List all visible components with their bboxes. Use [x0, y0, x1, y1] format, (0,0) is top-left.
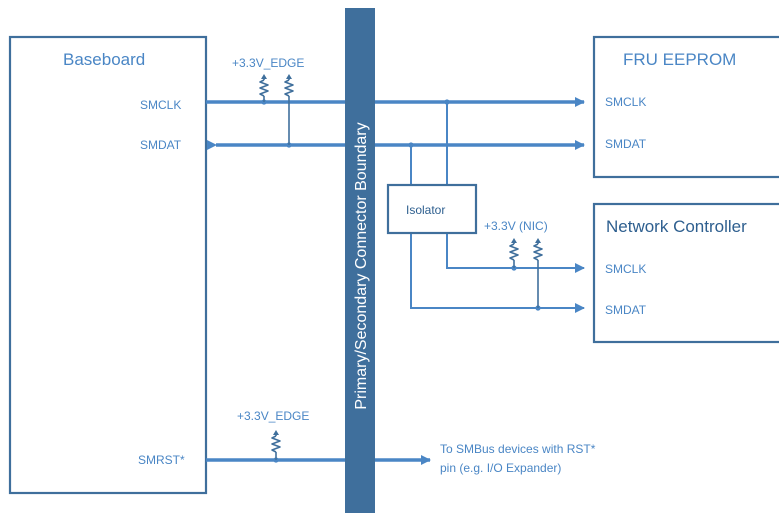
- pullup-resistor-smdat: [284, 74, 294, 145]
- baseboard-smdat-label: SMDAT: [140, 138, 182, 152]
- pullup-resistor-smrst: [271, 430, 281, 460]
- isolator-block: [386, 183, 478, 235]
- network-controller-block: [592, 202, 779, 344]
- nic-pullup-label: +3.3V (NIC): [484, 219, 548, 233]
- baseboard-block: [8, 35, 208, 495]
- nic-smdat-line: [410, 233, 585, 313]
- fru-eeprom-block: [592, 35, 779, 179]
- pullup-resistor-smclk: [259, 74, 269, 102]
- baseboard-smrst-label: SMRST*: [138, 453, 185, 467]
- rst-note-line2: pin (e.g. I/O Expander): [440, 461, 561, 475]
- nic-pullup-resistor-smdat: [533, 238, 543, 308]
- connector-boundary-label: Primary/Secondary Connector Boundary: [353, 122, 370, 409]
- rst-note-line1: To SMBus devices with RST*: [440, 442, 596, 456]
- junction-dot: [408, 142, 414, 148]
- nic-smdat-label: SMDAT: [605, 303, 647, 317]
- baseboard-smclk-label: SMCLK: [140, 98, 181, 112]
- network-controller-title: Network Controller: [606, 217, 747, 236]
- baseboard-title: Baseboard: [63, 50, 145, 69]
- connector-boundary-bar: [345, 8, 375, 513]
- isolator-label: Isolator: [406, 203, 445, 217]
- nic-pullup-resistor-smclk: [509, 238, 519, 268]
- nic-smclk-label: SMCLK: [605, 262, 646, 276]
- pullup-bottom-label: +3.3V_EDGE: [237, 409, 309, 423]
- pullup-top-label: +3.3V_EDGE: [232, 56, 304, 70]
- fru-eeprom-title: FRU EEPROM: [623, 50, 736, 69]
- fru-smclk-label: SMCLK: [605, 95, 646, 109]
- fru-smdat-label: SMDAT: [605, 137, 647, 151]
- junction-dot: [444, 99, 450, 105]
